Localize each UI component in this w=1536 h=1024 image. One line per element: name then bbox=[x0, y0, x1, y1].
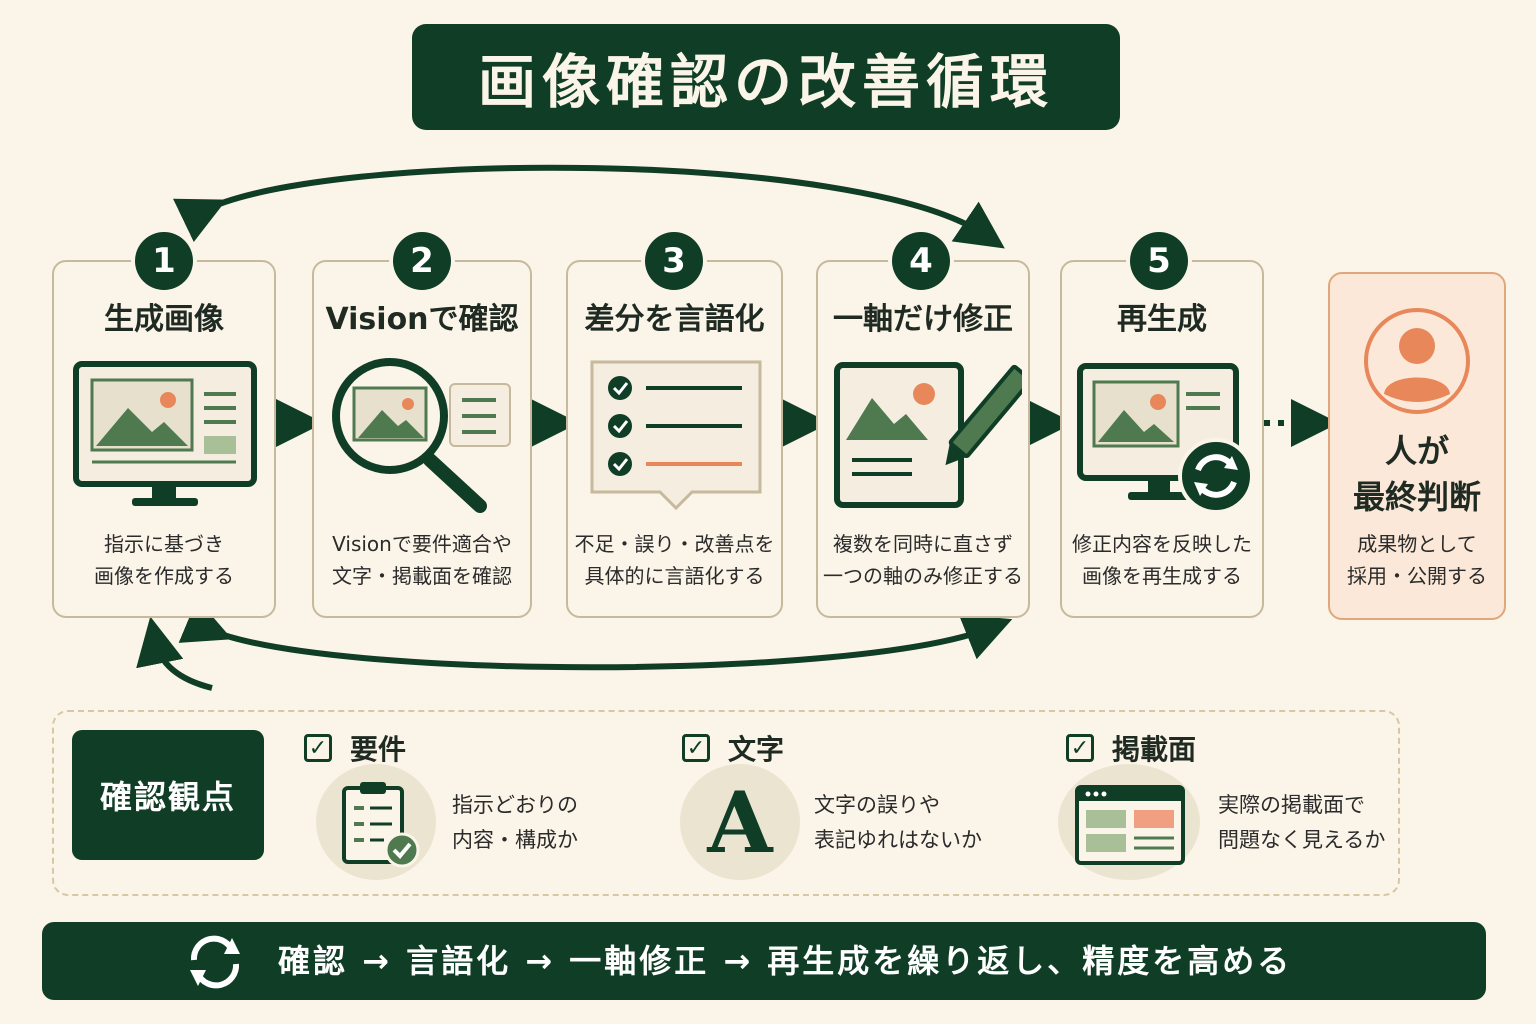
viewpoint-requirements-desc-line1: 指示どおりの bbox=[452, 793, 578, 817]
step-number-5: 5 bbox=[1130, 232, 1188, 290]
magnifier-icon bbox=[332, 358, 511, 513]
step-desc-5: 修正内容を反映した 画像を再生成する bbox=[1060, 528, 1264, 592]
step-desc-4-line1: 複数を同時に直さず bbox=[833, 532, 1013, 556]
final-desc-line2: 採用・公開する bbox=[1347, 564, 1487, 588]
viewpoint-text: ✓ 文字 bbox=[682, 728, 784, 768]
step-desc-1-line2: 画像を作成する bbox=[94, 564, 234, 588]
step-desc-1: 指示に基づき 画像を作成する bbox=[52, 528, 276, 592]
step-number-3: 3 bbox=[645, 232, 703, 290]
step-title-2: Visionで確認 bbox=[325, 302, 519, 337]
final-desc-line1: 成果物として bbox=[1357, 532, 1477, 556]
step-desc-3-line1: 不足・誤り・改善点を bbox=[574, 532, 775, 556]
page-title: 画像確認の改善循環 bbox=[477, 48, 1054, 116]
footer-banner bbox=[42, 922, 1486, 1000]
title-banner: 画像確認の改善循環 bbox=[412, 24, 1120, 130]
viewpoint-requirements-title: 要件 bbox=[350, 733, 407, 766]
step-title-3: 差分を言語化 bbox=[584, 302, 765, 337]
top-loop-arrow bbox=[172, 164, 1005, 249]
bottom-loop-arrow bbox=[178, 598, 1013, 671]
clipboard-check-icon bbox=[342, 782, 420, 868]
footer-text: 確認 → 言語化 → 一軸修正 → 再生成を繰り返し、精度を高める bbox=[278, 942, 1293, 980]
return-arrow bbox=[136, 616, 213, 691]
final-title-line2: 最終判断 bbox=[1352, 478, 1481, 516]
step-desc-1-line1: 指示に基づき bbox=[104, 532, 224, 556]
step-title-5: 再生成 bbox=[1117, 302, 1207, 337]
layout-window-icon bbox=[1075, 785, 1185, 865]
viewpoint-text-desc-line2: 表記ゆれはないか bbox=[814, 828, 982, 852]
step-number-2: 2 bbox=[393, 232, 451, 290]
checklist-bubble-icon bbox=[590, 360, 762, 511]
checkbox-icon: ✓ bbox=[1066, 734, 1094, 762]
viewpoints-panel bbox=[52, 710, 1400, 896]
final-title-line1: 人が bbox=[1384, 432, 1449, 470]
step-desc-4-line2: 一つの軸のみ修正する bbox=[823, 564, 1023, 588]
refresh-icon bbox=[190, 935, 240, 989]
step-desc-4: 複数を同時に直さず 一つの軸のみ修正する bbox=[816, 528, 1030, 592]
step-desc-2-line2: 文字・掲載面を確認 bbox=[332, 564, 512, 588]
step-desc-5-line2: 画像を再生成する bbox=[1082, 564, 1242, 588]
checkbox-icon: ✓ bbox=[304, 734, 332, 762]
viewpoint-surface: ✓ 掲載面 bbox=[1066, 728, 1196, 768]
viewpoint-text-icon-bg bbox=[680, 764, 800, 880]
viewpoint-requirements-desc-line2: 内容・構成か bbox=[452, 828, 578, 852]
step-title-4: 一軸だけ修正 bbox=[833, 302, 1013, 337]
final-title: 人が 最終判断 bbox=[1328, 428, 1506, 520]
step-number-4: 4 bbox=[892, 232, 950, 290]
viewpoint-text-title: 文字 bbox=[728, 733, 785, 766]
step-desc-5-line1: 修正内容を反映した bbox=[1072, 532, 1252, 556]
checkbox-icon: ✓ bbox=[682, 734, 710, 762]
viewpoint-requirements: ✓ 要件 bbox=[304, 728, 406, 768]
person-icon bbox=[1364, 308, 1470, 414]
viewpoint-text-desc: 文字の誤りや 表記ゆれはないか bbox=[814, 788, 982, 858]
step-number-1: 1 bbox=[135, 232, 193, 290]
step-title-1: 生成画像 bbox=[104, 302, 224, 337]
letter-a-icon: A bbox=[707, 773, 773, 872]
edit-pencil-icon bbox=[834, 362, 1022, 508]
step-desc-3-line2: 具体的に言語化する bbox=[584, 564, 765, 588]
step-desc-3: 不足・誤り・改善点を 具体的に言語化する bbox=[566, 528, 783, 592]
viewpoints-label: 確認観点 bbox=[72, 730, 264, 860]
viewpoint-text-desc-line1: 文字の誤りや bbox=[814, 793, 940, 817]
step-desc-2-line1: Visionで要件適合や bbox=[332, 532, 512, 556]
viewpoint-surface-desc-line1: 実際の掲載面で bbox=[1218, 793, 1365, 817]
viewpoint-surface-desc: 実際の掲載面で 問題なく見えるか bbox=[1218, 788, 1385, 858]
monitor-image-icon bbox=[73, 361, 257, 506]
step-desc-2: Visionで要件適合や 文字・掲載面を確認 bbox=[312, 528, 532, 592]
viewpoint-surface-title: 掲載面 bbox=[1112, 733, 1197, 766]
final-desc: 成果物として 採用・公開する bbox=[1328, 528, 1506, 592]
monitor-refresh-icon bbox=[1077, 363, 1254, 514]
viewpoint-requirements-desc: 指示どおりの 内容・構成か bbox=[452, 788, 578, 858]
viewpoint-surface-desc-line2: 問題なく見えるか bbox=[1218, 828, 1386, 852]
